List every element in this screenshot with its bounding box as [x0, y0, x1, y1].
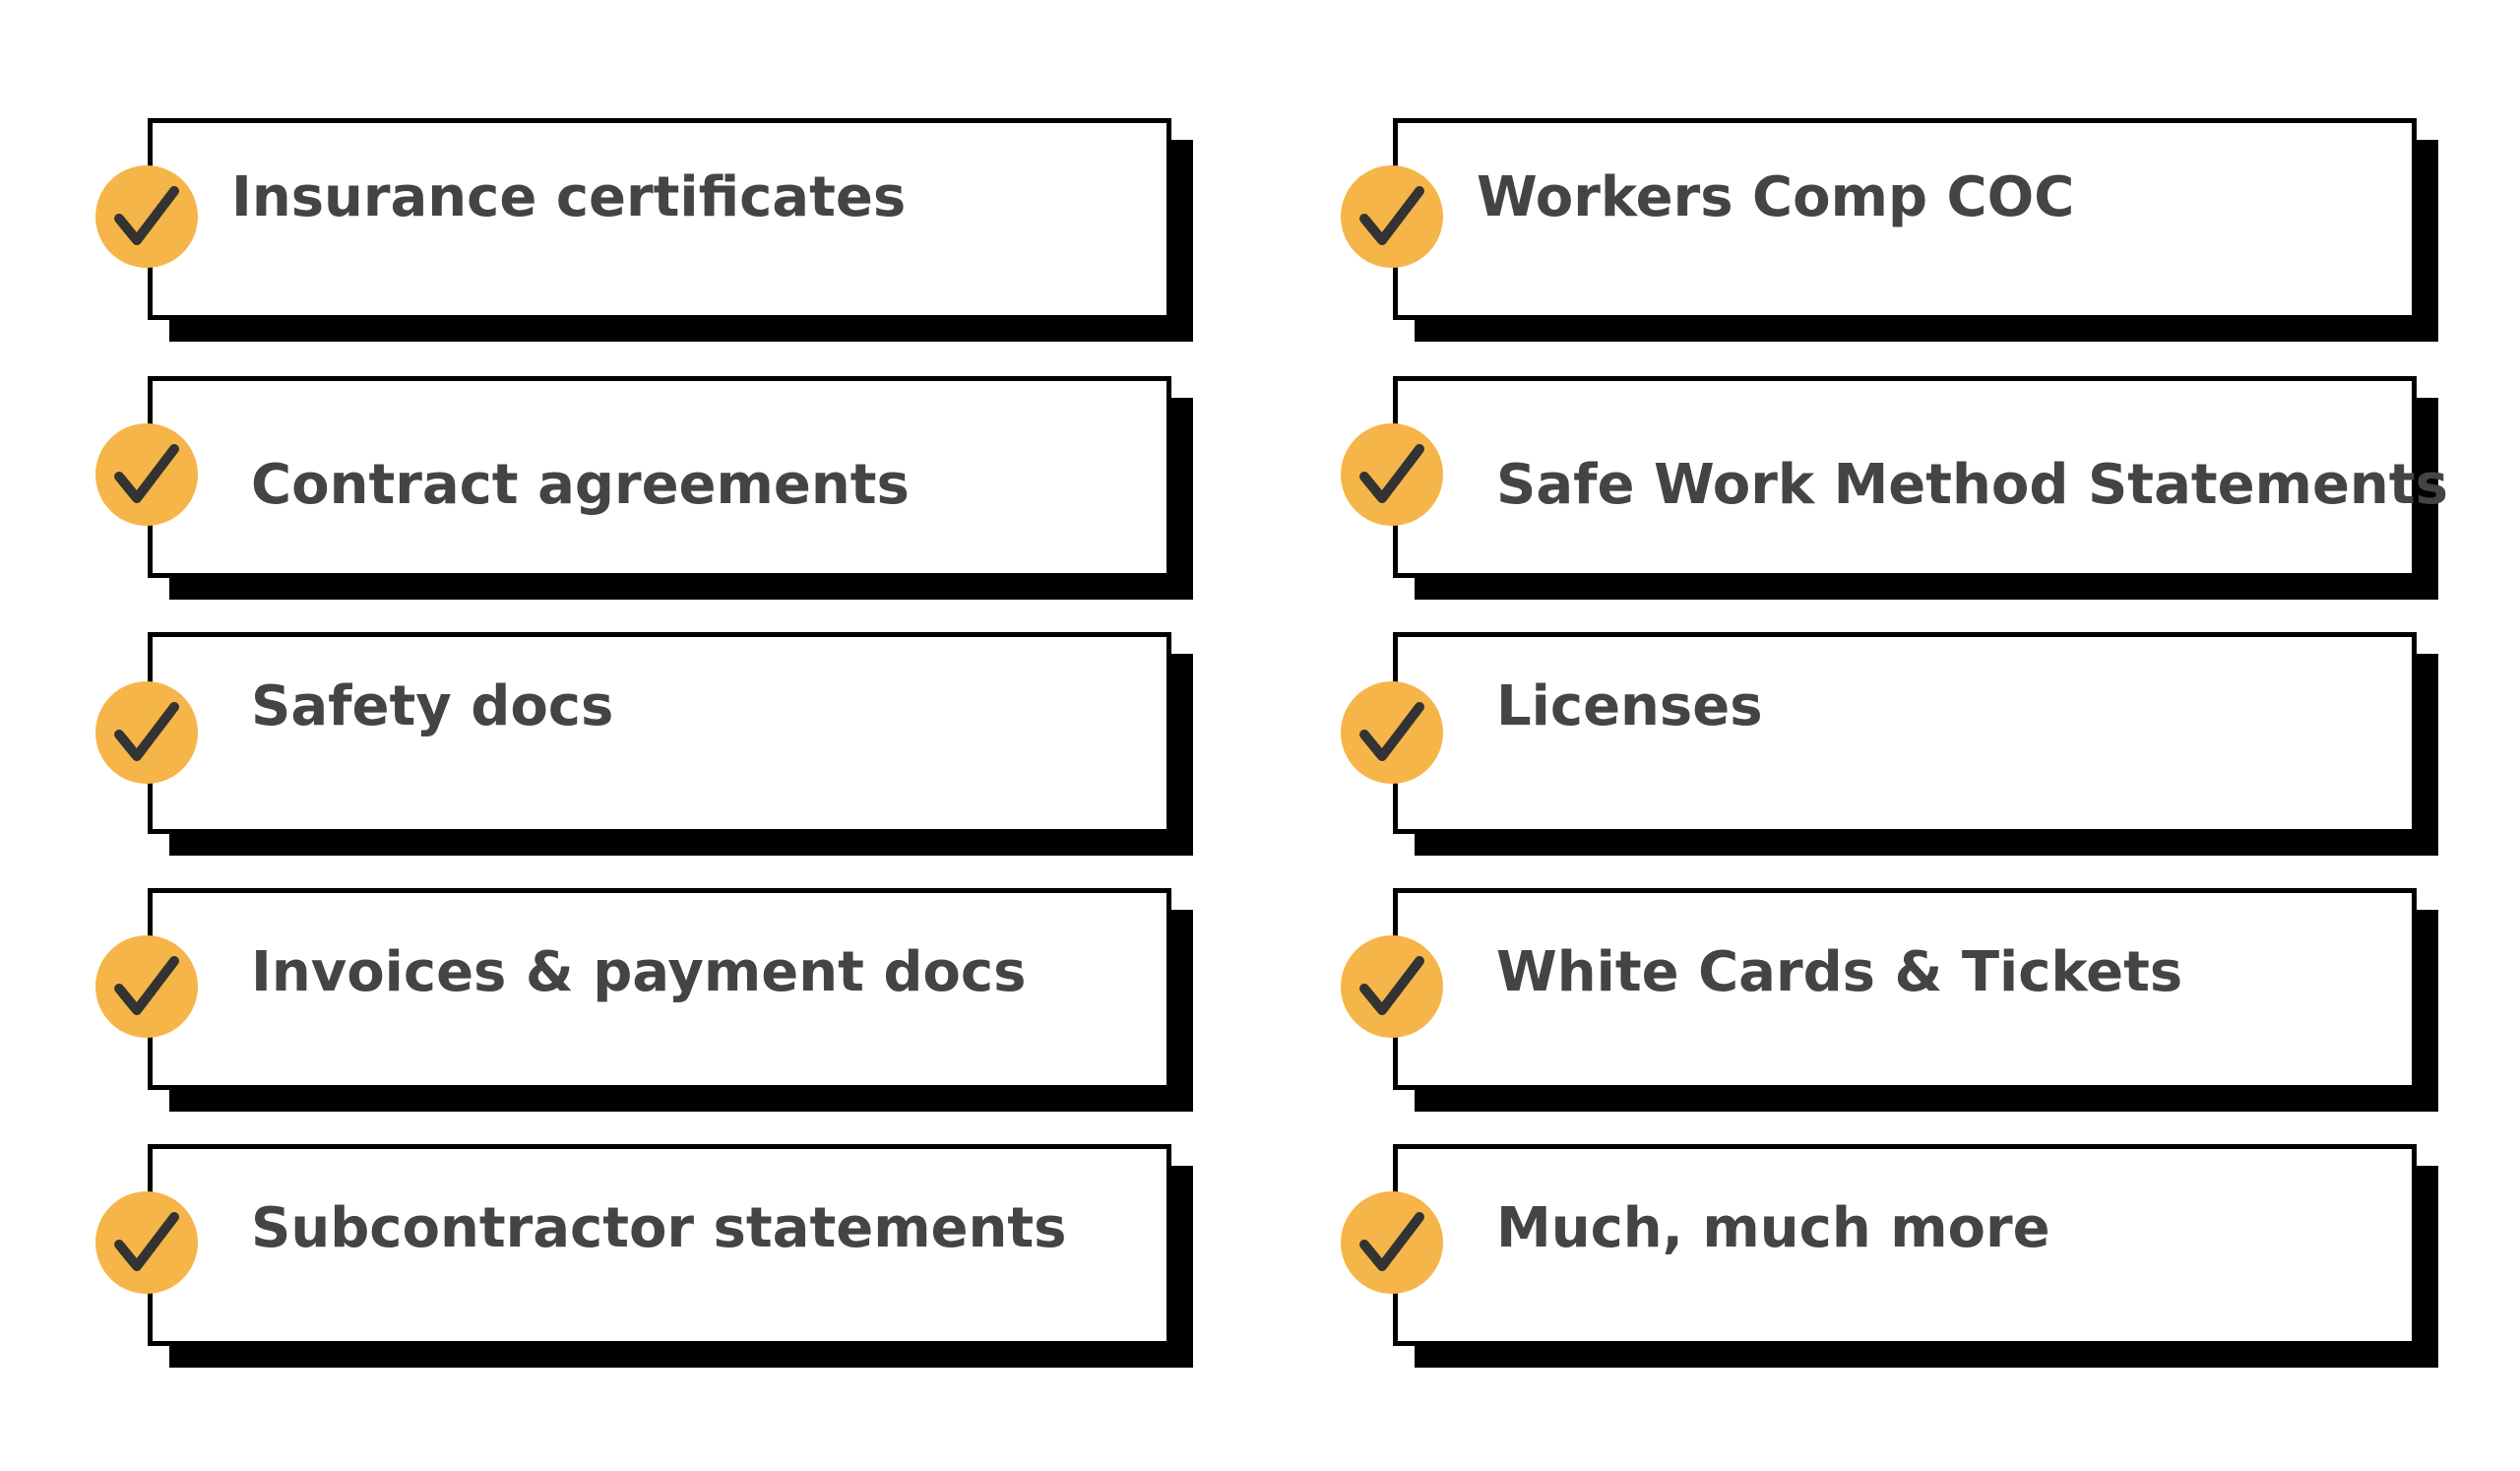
list-item: Licenses	[1341, 632, 2438, 856]
list-item-label: Safe Work Method Statements	[1496, 453, 2448, 517]
list-item-label: Licenses	[1496, 674, 1763, 738]
list-item-label: Much, much more	[1496, 1196, 2050, 1260]
list-item: Contract agreements	[95, 376, 1193, 600]
list-item: Insurance certificates	[95, 118, 1193, 342]
checkmark-icon	[1341, 423, 1443, 526]
card-box: Licenses	[1393, 632, 2417, 834]
list-item: Invoices & payment docs	[95, 888, 1193, 1112]
card-box: Much, much more	[1393, 1144, 2417, 1346]
list-item: Subcontractor statements	[95, 1144, 1193, 1368]
card-box: Workers Comp COC	[1393, 118, 2417, 320]
checkmark-icon	[95, 935, 198, 1038]
list-item-label: Invoices & payment docs	[251, 940, 1027, 1004]
checkmark-icon	[1341, 681, 1443, 784]
list-item-label: Subcontractor statements	[251, 1196, 1067, 1260]
checkmark-icon	[95, 165, 198, 268]
checkmark-icon	[1341, 165, 1443, 268]
list-item-label: Contract agreements	[251, 453, 910, 517]
card-box: Insurance certificates	[148, 118, 1171, 320]
list-item: Safe Work Method Statements	[1341, 376, 2448, 600]
checkmark-icon	[1341, 935, 1443, 1038]
checkmark-icon	[1341, 1191, 1443, 1294]
list-item: White Cards & Tickets	[1341, 888, 2438, 1112]
list-item-label: Safety docs	[251, 674, 614, 738]
card-box: Invoices & payment docs	[148, 888, 1171, 1090]
checkmark-icon	[95, 423, 198, 526]
card-box: Contract agreements	[148, 376, 1171, 578]
list-item: Safety docs	[95, 632, 1193, 856]
card-box: Safety docs	[148, 632, 1171, 834]
list-item-label: White Cards & Tickets	[1496, 940, 2183, 1004]
checkmark-icon	[95, 1191, 198, 1294]
list-item: Much, much more	[1341, 1144, 2438, 1368]
list-item-label: Insurance certificates	[231, 165, 907, 229]
card-box: Subcontractor statements	[148, 1144, 1171, 1346]
checkmark-icon	[95, 681, 198, 784]
list-item-label: Workers Comp COC	[1477, 165, 2075, 229]
card-box: Safe Work Method Statements	[1393, 376, 2448, 578]
list-item: Workers Comp COC	[1341, 118, 2438, 342]
card-box: White Cards & Tickets	[1393, 888, 2417, 1090]
